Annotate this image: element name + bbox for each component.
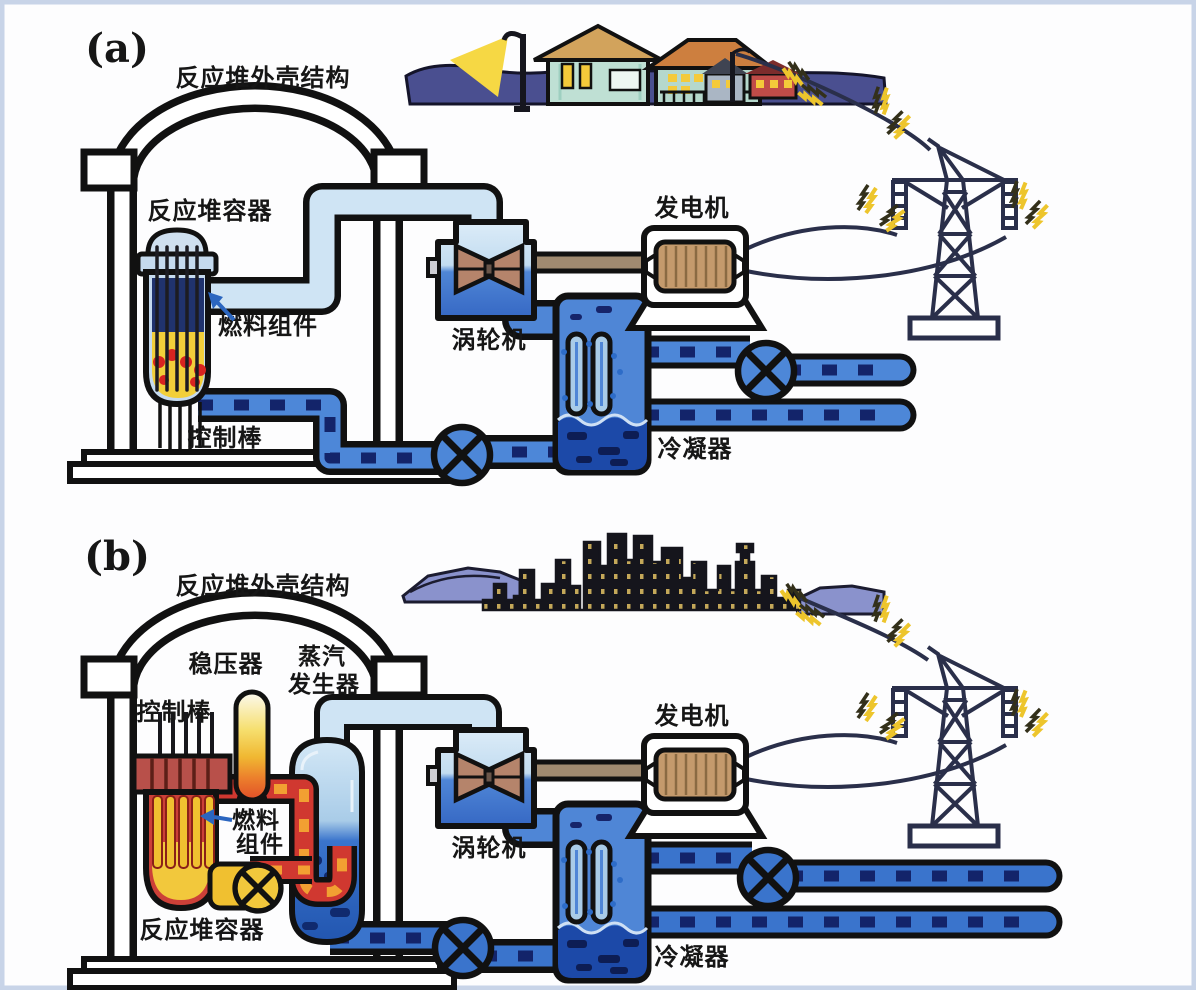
label-condenser-a: 冷凝器 bbox=[658, 435, 733, 463]
pump-icon bbox=[738, 343, 794, 399]
pointer-arrow-icon bbox=[208, 292, 236, 322]
label-steam-generator-b-2: 发生器 bbox=[287, 671, 360, 698]
utility-pole-icon bbox=[730, 47, 752, 102]
transmission-tower-b bbox=[892, 647, 1018, 846]
label-turbine-a: 涡轮机 bbox=[452, 326, 527, 354]
panel-a-tag: (a) bbox=[85, 25, 149, 72]
label-generator-b: 发电机 bbox=[654, 702, 730, 730]
pump-icon bbox=[740, 850, 796, 906]
pressurizer-b bbox=[233, 689, 271, 803]
cooling-water-pipes-b bbox=[623, 841, 1063, 939]
label-pressurizer-b: 稳压器 bbox=[189, 650, 264, 678]
pointer-arrow-icon bbox=[200, 809, 233, 825]
label-steam-generator-b-1: 蒸汽 bbox=[298, 643, 346, 670]
power-lines-a bbox=[735, 52, 1007, 281]
pump-icon bbox=[434, 427, 490, 483]
label-generator-a: 发电机 bbox=[654, 194, 730, 222]
house-icon bbox=[702, 58, 748, 104]
village-illustration bbox=[404, 23, 888, 112]
label-fuel-b-1: 燃料 bbox=[232, 807, 280, 834]
label-containment-a: 反应堆外壳结构 bbox=[176, 64, 351, 92]
city-illustration bbox=[401, 532, 886, 616]
control-rods-a bbox=[158, 402, 202, 450]
label-vessel-b: 反应堆容器 bbox=[140, 916, 265, 944]
label-containment-b: 反应堆外壳结构 bbox=[176, 572, 351, 600]
house-icon bbox=[533, 23, 663, 106]
label-turbine-b: 涡轮机 bbox=[452, 834, 527, 862]
power-lines-b bbox=[745, 596, 1007, 789]
pump-icon bbox=[235, 865, 281, 911]
label-fuel-a: 燃料组件 bbox=[218, 312, 318, 340]
reactor-vessel-b bbox=[131, 712, 269, 912]
street-lamp-icon bbox=[501, 31, 530, 112]
panel-b-tag: (b) bbox=[84, 533, 150, 580]
label-vessel-a: 反应堆容器 bbox=[148, 197, 273, 225]
label-control-rods-a: 控制棒 bbox=[188, 424, 263, 452]
label-control-rods-b: 控制棒 bbox=[137, 698, 212, 726]
control-rods-b bbox=[158, 712, 214, 770]
city-skyline bbox=[481, 532, 802, 612]
transmission-tower-a bbox=[892, 139, 1018, 338]
steam-pipe-a bbox=[205, 183, 503, 315]
reactor-vessel-a bbox=[135, 227, 219, 450]
lamp-light-cone bbox=[450, 36, 508, 97]
label-fuel-b-2: 组件 bbox=[236, 831, 284, 858]
label-condenser-b: 冷凝器 bbox=[655, 943, 730, 971]
pump-icon bbox=[435, 920, 491, 976]
cooling-water-pipes-a bbox=[623, 335, 917, 432]
